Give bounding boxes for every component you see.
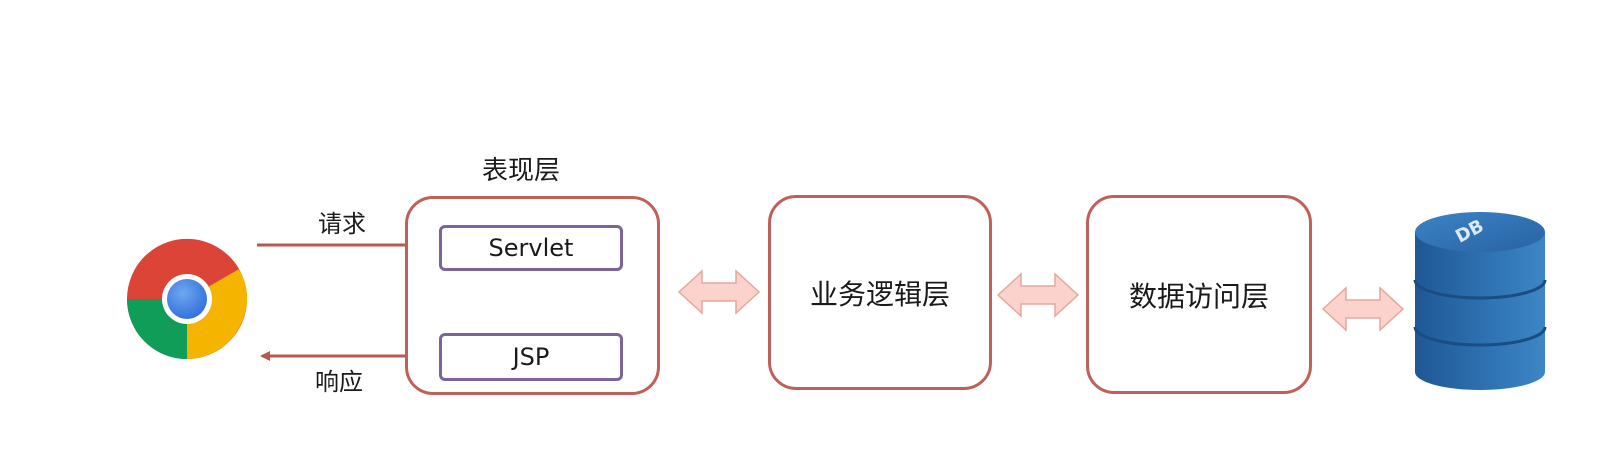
data-access-layer-box: 数据访问层 (1086, 195, 1312, 394)
response-label: 响应 (315, 368, 363, 396)
double-arrow-data-database (1321, 286, 1405, 332)
business-logic-layer-label: 业务逻辑层 (809, 277, 950, 311)
database-icon: DB (1413, 212, 1547, 390)
data-access-layer-label: 数据访问层 (1128, 279, 1269, 313)
presentation-layer-title: 表现层 (482, 156, 561, 186)
double-arrow-business-data (996, 272, 1080, 318)
double-arrow-presentation-business (677, 269, 761, 315)
chrome-icon (127, 238, 248, 360)
request-label: 请求 (318, 210, 366, 238)
servlet-box: Servlet (439, 225, 623, 271)
business-logic-layer-box: 业务逻辑层 (768, 195, 992, 390)
jsp-box: JSP (439, 333, 623, 381)
